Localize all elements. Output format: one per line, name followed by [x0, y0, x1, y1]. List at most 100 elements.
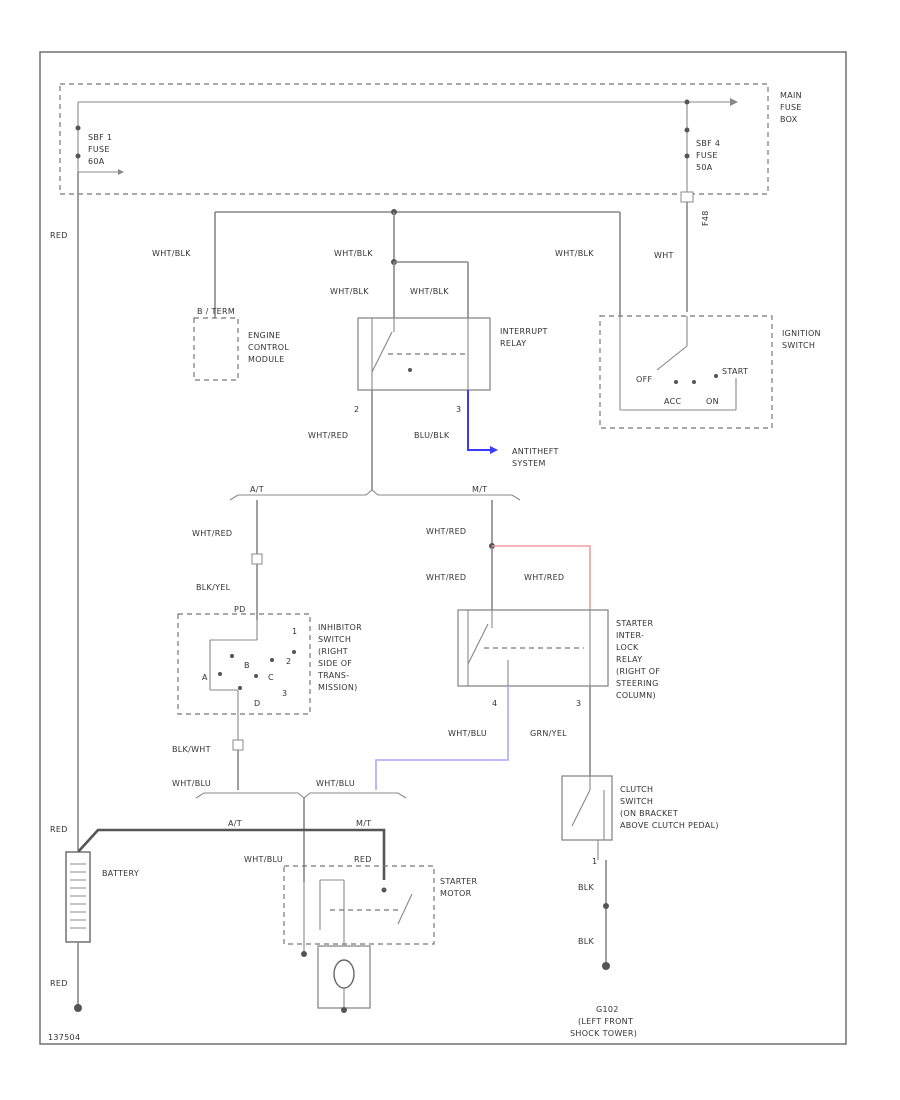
ign-sw-on-point: [692, 380, 696, 384]
inh-pin-d: D: [254, 699, 260, 708]
inh-point-3: [292, 650, 296, 654]
wire-wht-blu-2: WHT/BLU: [172, 779, 211, 788]
battery-label: BATTERY: [102, 869, 139, 878]
starter-relay-box: [457, 609, 609, 687]
starter-blade: [397, 893, 413, 925]
brace-at2: A/T: [228, 819, 242, 828]
sbf4-fuse-node-b: [684, 153, 690, 159]
inh-point-2: [270, 658, 274, 662]
blu-blk-arrow: [490, 446, 498, 454]
diagram-border: [39, 51, 847, 1045]
wire-wht-red-mt-b: [492, 545, 591, 610]
blk-splice: [603, 903, 609, 909]
wire-wht-blk-5: WHT/BLK: [410, 287, 449, 296]
battery-ground-terminal: [74, 1004, 82, 1012]
inh-pin-2: 2: [286, 657, 291, 666]
main-fuse-box-label: MAIN FUSE BOX: [780, 91, 805, 124]
sbf1-fuse-node-a: [75, 125, 81, 131]
inh-bottom-connector: [232, 739, 244, 751]
ign-sw-off: OFF: [636, 375, 652, 384]
int-pin-2: 2: [354, 405, 359, 414]
at-connector: [251, 553, 263, 565]
wire-blu-blk-label: BLU/BLK: [414, 431, 450, 440]
ignition-switch-label: IGNITION SWITCH: [782, 329, 824, 350]
clutch-switch-label: CLUTCH SWITCH (ON BRACKET ABOVE CLUTCH P…: [620, 785, 719, 830]
wire-red-batt: RED: [50, 825, 68, 834]
bus-node-right: [684, 99, 690, 105]
wire-blk-yel-label: BLK/YEL: [196, 583, 231, 592]
wire-red-left: RED: [50, 231, 68, 240]
motor-armature: [333, 959, 355, 989]
inhibitor-switch-outline: [177, 613, 311, 715]
wire-wht-ign: WHT: [654, 251, 674, 260]
wire-wht-red-2: WHT/RED: [192, 529, 232, 538]
wire-wht-red-5: WHT/RED: [524, 573, 564, 582]
wire-wht-blk-4: WHT/BLK: [330, 287, 369, 296]
inh-pin-c: C: [268, 673, 274, 682]
inh-pin-3: 3: [282, 689, 287, 698]
inh-point-4: [218, 672, 222, 676]
at-mt-brace: [229, 489, 521, 501]
wire-wht-blk-1: WHT/BLK: [152, 249, 191, 258]
clutch-switch-box: [561, 775, 613, 841]
wire-wht-red-3: WHT/RED: [426, 527, 466, 536]
ground-label: G102 (LEFT FRONT SHOCK TOWER): [570, 1005, 637, 1038]
starter-motor-label: STARTER MOTOR: [440, 877, 480, 898]
ign-sw-blade: [656, 345, 688, 371]
interrupt-relay-label: INTERRUPT RELAY: [500, 327, 551, 348]
wire-blk-2: BLK: [578, 937, 595, 946]
ign-sw-acc: ACC: [664, 397, 682, 406]
int-pin-3: 3: [456, 405, 461, 414]
inhibitor-switch-label: INHIBITOR SWITCH (RIGHT SIDE OF TRANS- M…: [317, 623, 365, 692]
ign-sw-acc-point: [674, 380, 678, 384]
lower-brace: [195, 792, 407, 799]
ecm-label: ENGINE CONTROL MODULE: [248, 331, 292, 364]
wire-wht-red-4: WHT/RED: [426, 573, 466, 582]
clu-pin-1: 1: [592, 857, 597, 866]
inh-point-1: [230, 654, 234, 658]
wire-wht-blk-2: WHT/BLK: [334, 249, 373, 258]
antitheft-label: ANTITHEFT SYSTEM: [512, 447, 562, 468]
figure-id: 137504: [48, 1033, 80, 1042]
wire-wht-blu-3: WHT/BLU: [316, 779, 355, 788]
sbf1-fuse-node-b: [75, 153, 81, 159]
battery-cells: [70, 863, 86, 929]
wire-wht-blu-4: WHT/BLU: [244, 855, 283, 864]
ign-sw-start: START: [722, 367, 748, 376]
int-relay-contact: [371, 331, 393, 373]
interrupt-relay-box: [357, 317, 491, 391]
starter-terminal-left: [301, 951, 307, 957]
bus-arrow: [730, 98, 738, 106]
inh-pin-1: 1: [292, 627, 297, 636]
motor-ground: [341, 1007, 347, 1013]
wire-blk-1: BLK: [578, 883, 595, 892]
ecm-connector: B / TERM: [197, 307, 235, 316]
wire-blu-blk: [467, 390, 490, 451]
rel-pin-3: 3: [576, 699, 581, 708]
brace-mt2: M/T: [356, 819, 371, 828]
ecm-outline: [193, 317, 239, 381]
sbf4-fuse-label: SBF 4 FUSE 50A: [696, 139, 723, 172]
rel-pin-4: 4: [492, 699, 497, 708]
inh-pin-pd: PD: [234, 605, 246, 614]
inh-pin-b: B: [244, 661, 250, 670]
sbf4-connector: [680, 191, 694, 203]
str-relay-contact: [467, 623, 489, 665]
wire-wht-red-1-label: WHT/RED: [308, 431, 348, 440]
starter-relay-label: STARTER INTER- LOCK RELAY (RIGHT OF STEE…: [616, 619, 663, 700]
wire-f48-label: F48: [701, 210, 710, 226]
battery-cable: [77, 828, 386, 880]
wire-wht-blk-3: WHT/BLK: [555, 249, 594, 258]
wire-blk-wht-label: BLK/WHT: [172, 745, 211, 754]
inh-pin-a: A: [202, 673, 208, 682]
sbf1-arrow: [118, 169, 124, 175]
brace-at: A/T: [250, 485, 264, 494]
wire-red-bottom: RED: [50, 979, 68, 988]
sbf4-fuse-node-a: [684, 127, 690, 133]
main-fuse-box-outline: [59, 83, 769, 195]
battery-body: [65, 851, 91, 943]
clutch-blade: [571, 789, 591, 827]
inh-point-5: [254, 674, 258, 678]
ign-sw-on: ON: [706, 397, 719, 406]
